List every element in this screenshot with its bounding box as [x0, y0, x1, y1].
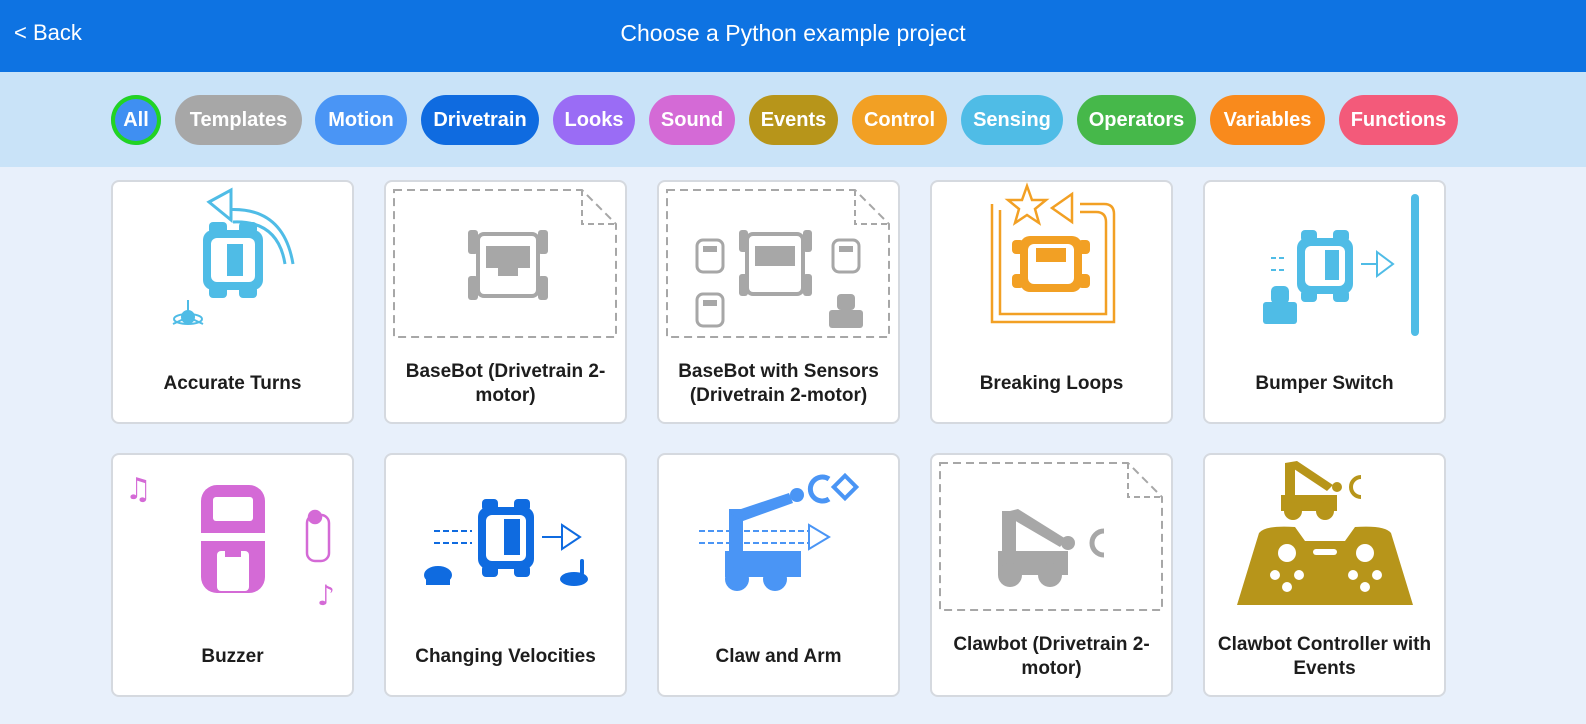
project-card-label: Breaking Loops [979, 373, 1124, 394]
project-card-label: Clawbot (Drivetrain 2-motor) [953, 634, 1150, 679]
filter-chip-motion[interactable]: Motion [315, 95, 407, 145]
filter-chip-sensing[interactable]: Sensing [961, 95, 1063, 145]
clawbot-icon [939, 462, 1163, 611]
filter-chip-events[interactable]: Events [749, 95, 838, 145]
filter-chip-variables[interactable]: Variables [1210, 95, 1325, 145]
project-card-label: Changing Velocities [415, 646, 596, 667]
project-card-breaking-loops[interactable]: Breaking Loops [930, 180, 1173, 424]
project-grid: Accurate Turns BaseBot (Drivetrain 2-mot… [0, 167, 1586, 724]
project-card-label: Claw and Arm [715, 646, 842, 667]
filter-chip-operators[interactable]: Operators [1077, 95, 1196, 145]
project-card-label: BaseBot (Drivetrain 2-motor) [405, 361, 606, 406]
basebot-sensors-icon [666, 189, 890, 338]
project-card-label: Clawbot Controller with Events [1217, 634, 1432, 679]
breaking-loops-icon [990, 182, 1116, 324]
project-card-claw-and-arm[interactable]: Claw and Arm [657, 453, 900, 697]
filter-chip-templates[interactable]: Templates [175, 95, 302, 145]
filter-chip-looks[interactable]: Looks [553, 95, 635, 145]
filter-chip-functions[interactable]: Functions [1339, 95, 1458, 145]
changing-velocities-icon [424, 499, 588, 586]
project-card-accurate-turns[interactable]: Accurate Turns [111, 180, 354, 424]
project-card-basebot-sensors[interactable]: BaseBot with Sensors (Drivetrain 2-motor… [657, 180, 900, 424]
project-card-bumper-switch[interactable]: Bumper Switch [1203, 180, 1446, 424]
accurate-turns-icon [172, 187, 295, 325]
bumper-switch-icon [1263, 194, 1419, 336]
project-card-buzzer[interactable]: ♫ ♪ Buzzer [111, 453, 354, 697]
category-filter-bar: All Templates Motion Drivetrain Looks So… [0, 72, 1586, 167]
svg-text:♫: ♫ [125, 472, 152, 507]
filter-chip-drivetrain[interactable]: Drivetrain [421, 95, 539, 145]
project-card-label: Accurate Turns [163, 373, 302, 394]
project-card-clawbot[interactable]: Clawbot (Drivetrain 2-motor) [930, 453, 1173, 697]
project-card-label: Bumper Switch [1255, 373, 1394, 394]
claw-and-arm-icon [699, 472, 860, 591]
clawbot-controller-icon [1237, 461, 1413, 605]
basebot-icon [393, 189, 617, 338]
filter-chip-sound[interactable]: Sound [649, 95, 735, 145]
back-button[interactable]: < Back [14, 20, 82, 45]
project-card-label: Buzzer [201, 646, 264, 667]
buzzer-icon: ♫ ♪ [125, 472, 335, 612]
page-title: Choose a Python example project [620, 20, 966, 46]
filter-chip-all[interactable]: All [111, 95, 161, 145]
header-bar: < Back Choose a Python example project [0, 0, 1586, 72]
svg-text:♪: ♪ [317, 579, 335, 612]
project-card-clawbot-controller[interactable]: Clawbot Controller with Events [1203, 453, 1446, 697]
project-card-label: BaseBot with Sensors (Drivetrain 2-motor… [678, 361, 879, 406]
project-card-changing-velocities[interactable]: Changing Velocities [384, 453, 627, 697]
filter-chip-control[interactable]: Control [852, 95, 947, 145]
project-card-basebot[interactable]: BaseBot (Drivetrain 2-motor) [384, 180, 627, 424]
